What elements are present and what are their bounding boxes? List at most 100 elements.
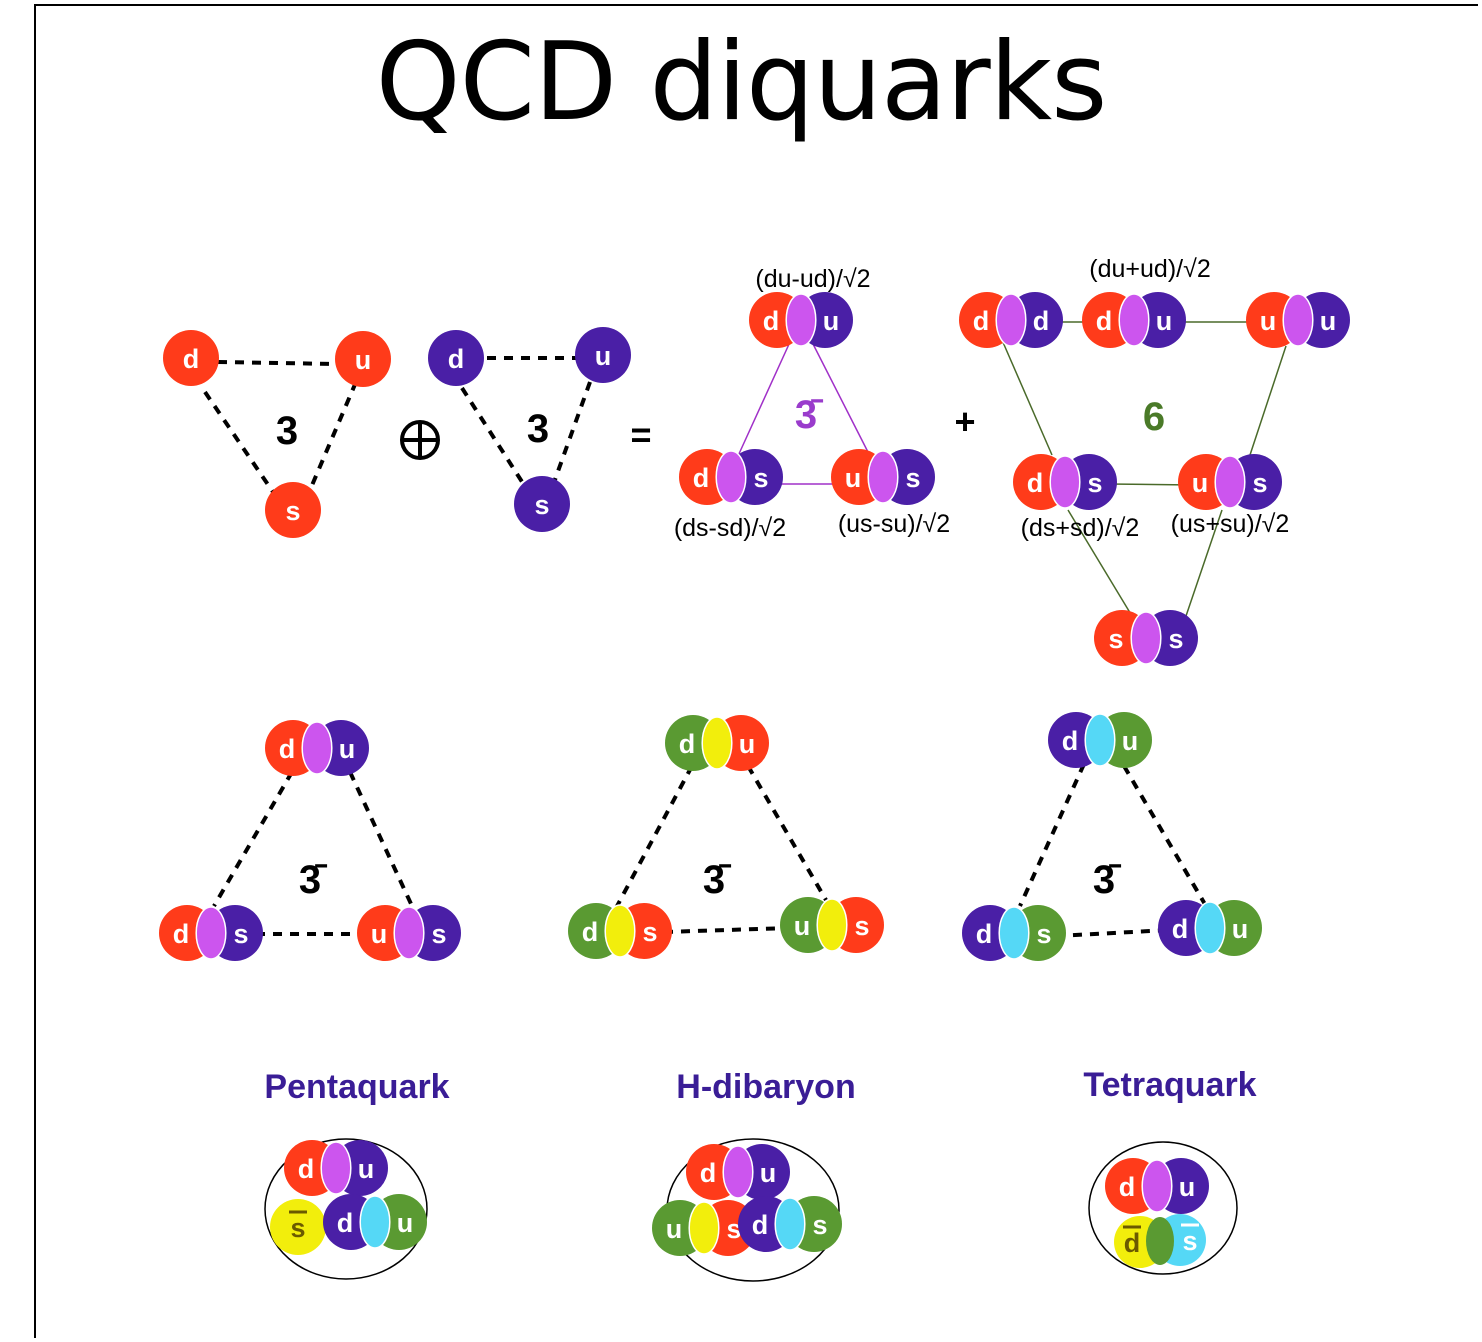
hdibaryon-label: H-dibaryon [676,1068,855,1106]
quark-letter: d [1119,1172,1136,1202]
quark-letter: u [1232,914,1249,944]
quark-letter: d [1033,306,1050,336]
overlap-lens [1141,1159,1173,1213]
overlap-lens [785,293,817,347]
quark-s-label: s [534,490,549,520]
direct-sum-symbol [400,420,440,460]
antitriplet-label-ds: (ds-sd)/√2 [674,514,786,542]
overlap-lens [995,293,1027,347]
overlap-lens [715,450,747,504]
antitriplet-label-du: (du-ud)/√2 [755,265,870,293]
quark-letter: u [1320,306,1337,336]
quark-d [428,330,484,386]
quark-letter: u [845,463,862,493]
quark-letter: u [1179,1172,1196,1202]
quark-letter: s [1182,1226,1197,1256]
overlap-lens [867,450,899,504]
overlap-lens [393,906,425,960]
quark-letter: s [1252,468,1267,498]
overlap-lens [1282,293,1314,347]
quark-letter: s [753,463,768,493]
quark-d [163,330,219,386]
quark-letter: d [1062,726,1079,756]
overlap-lens [1118,293,1150,347]
sextet-label-us: (us+su)/√2 [1171,510,1290,538]
quark-d-label: d [448,344,465,374]
triplet-rep-label: 3 [276,409,298,453]
quark-letter: d [763,306,780,336]
quark-letter: u [397,1208,414,1238]
quark-letter: d [1096,306,1113,336]
quark-s [514,476,570,532]
overlap-lens [1130,611,1162,665]
quark-letter: s [1087,468,1102,498]
antiquark-sbar: s [270,1199,326,1255]
overlap-lens [688,1201,720,1255]
quark-letter: u [358,1154,375,1184]
pentaquark-container [264,1138,428,1280]
overlap-lens [1214,455,1246,509]
quark-letter: d [173,919,190,949]
triplet-rep-label: 3 [527,407,549,451]
quark-letter: d [279,734,296,764]
sextet-rep-label: 6 [1143,395,1165,439]
slide-frame [34,4,1478,1338]
quark-letter: u [1192,468,1209,498]
quark-letter: d [976,919,993,949]
middle-rep-labels: 3̄ 3̄ 3̄ [299,858,1121,902]
quark-letter: d [1124,1228,1141,1258]
quark-letter: s [854,911,869,941]
overlap-lens [1084,713,1116,767]
quark-letter: s [1168,624,1183,654]
quark-u-label: u [355,345,372,375]
overlap-lens [701,716,733,770]
pentaquark-label: Pentaquark [264,1068,449,1106]
overlap-lens [1194,901,1226,955]
quark-letter: s [233,919,248,949]
overlap-lens [1146,1217,1174,1265]
overlap-lens [816,898,848,952]
overlap-lens [320,1141,352,1195]
overlap-lens [998,906,1030,960]
sextet-label-du: (du+ud)/√2 [1089,255,1210,283]
slide-title: QCD diquarks [375,20,1108,145]
quark-letter: s [290,1213,305,1243]
pentaquark-rep-label: 3̄ [299,858,327,902]
quark-letter: d [973,306,990,336]
quark-letter: d [1172,914,1189,944]
quark-letter: u [739,729,756,759]
quark-letter: u [1122,726,1139,756]
quark-letter: d [1027,468,1044,498]
antitriplet-label-us: (us-su)/√2 [838,510,950,538]
quark-letter: s [642,917,657,947]
quark-s [265,482,321,538]
quark-letter: s [812,1210,827,1240]
middle-edges [212,763,1208,938]
overlap-lens [604,904,636,958]
quark-d-label: d [183,344,200,374]
overlap-lens [301,721,333,775]
tetraquark-rep-label: 3̄ [1093,858,1121,902]
quark-letter: d [298,1154,315,1184]
plus-sign: + [954,401,975,442]
hdibaryon-rep-label: 3̄ [703,858,731,902]
